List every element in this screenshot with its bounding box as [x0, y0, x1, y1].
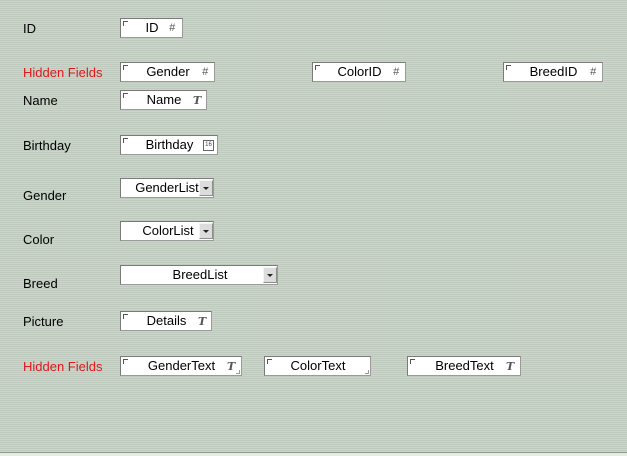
birthday-label: Birthday	[23, 138, 71, 153]
field-shadow-mark	[365, 370, 369, 374]
gender-list-dropdown[interactable]: GenderList	[120, 178, 214, 198]
color-label: Color	[23, 232, 55, 247]
field-corner-mark	[267, 359, 272, 364]
field-corner-mark	[123, 21, 128, 26]
name-field-text: Name	[146, 92, 182, 107]
text-icon: T	[227, 360, 236, 373]
field-corner-mark	[315, 65, 320, 70]
field-corner-mark	[410, 359, 415, 364]
dropdown-arrow-button[interactable]	[263, 267, 277, 283]
gender-hidden-field[interactable]: Gender #	[120, 62, 215, 82]
color-id-field[interactable]: ColorID #	[312, 62, 406, 82]
field-shadow-mark	[236, 370, 240, 374]
birthday-field-text: Birthday	[145, 137, 194, 152]
breed-id-field[interactable]: BreedID #	[503, 62, 603, 82]
breed-text-field[interactable]: BreedText T	[407, 356, 521, 376]
gender-list-text: GenderList	[135, 180, 199, 195]
gender-text-field-text: GenderText	[147, 358, 216, 373]
breed-list-text: BreedList	[172, 267, 228, 282]
id-field[interactable]: ID #	[120, 18, 183, 38]
dropdown-arrow-button[interactable]	[199, 223, 213, 239]
gender-text-field[interactable]: GenderText T	[120, 356, 242, 376]
layout-bottom-divider	[0, 452, 627, 453]
picture-label: Picture	[23, 314, 64, 329]
color-list-dropdown[interactable]: ColorList	[120, 221, 214, 241]
hidden-fields-label: Hidden Fields	[23, 65, 103, 80]
breed-id-field-text: BreedID	[529, 64, 578, 79]
color-id-field-text: ColorID	[337, 64, 382, 79]
name-label: Name	[23, 93, 58, 108]
text-icon: T	[198, 315, 207, 328]
chevron-down-icon	[203, 187, 209, 190]
number-icon: #	[169, 22, 176, 34]
breed-list-dropdown[interactable]: BreedList	[120, 265, 278, 285]
number-icon: #	[590, 66, 597, 78]
breed-text-field-text: BreedText	[435, 358, 494, 373]
field-corner-mark	[123, 93, 128, 98]
details-field[interactable]: Details T	[120, 311, 212, 331]
gender-label: Gender	[23, 188, 67, 203]
calendar-icon: 16	[203, 140, 214, 151]
color-text-field[interactable]: ColorText	[264, 356, 371, 376]
id-label: ID	[23, 21, 36, 36]
id-field-text: ID	[145, 20, 159, 35]
chevron-down-icon	[203, 230, 209, 233]
number-icon: #	[393, 66, 400, 78]
field-corner-mark	[506, 65, 511, 70]
birthday-field[interactable]: Birthday 16	[120, 135, 218, 155]
details-field-text: Details	[146, 313, 187, 328]
number-icon: #	[202, 66, 209, 78]
color-list-text: ColorList	[142, 223, 194, 238]
color-text-field-text: ColorText	[290, 358, 346, 373]
gender-hidden-field-text: Gender	[146, 64, 190, 79]
hidden-fields-label-2: Hidden Fields	[23, 359, 103, 374]
layout-bottom-band	[0, 453, 627, 456]
field-corner-mark	[123, 138, 128, 143]
chevron-down-icon	[267, 274, 273, 277]
field-corner-mark	[123, 314, 128, 319]
text-icon: T	[193, 94, 202, 107]
field-corner-mark	[123, 65, 128, 70]
dropdown-arrow-button[interactable]	[199, 180, 213, 196]
field-corner-mark	[123, 359, 128, 364]
name-field[interactable]: Name T	[120, 90, 207, 110]
breed-label: Breed	[23, 276, 58, 291]
text-icon: T	[506, 360, 515, 373]
